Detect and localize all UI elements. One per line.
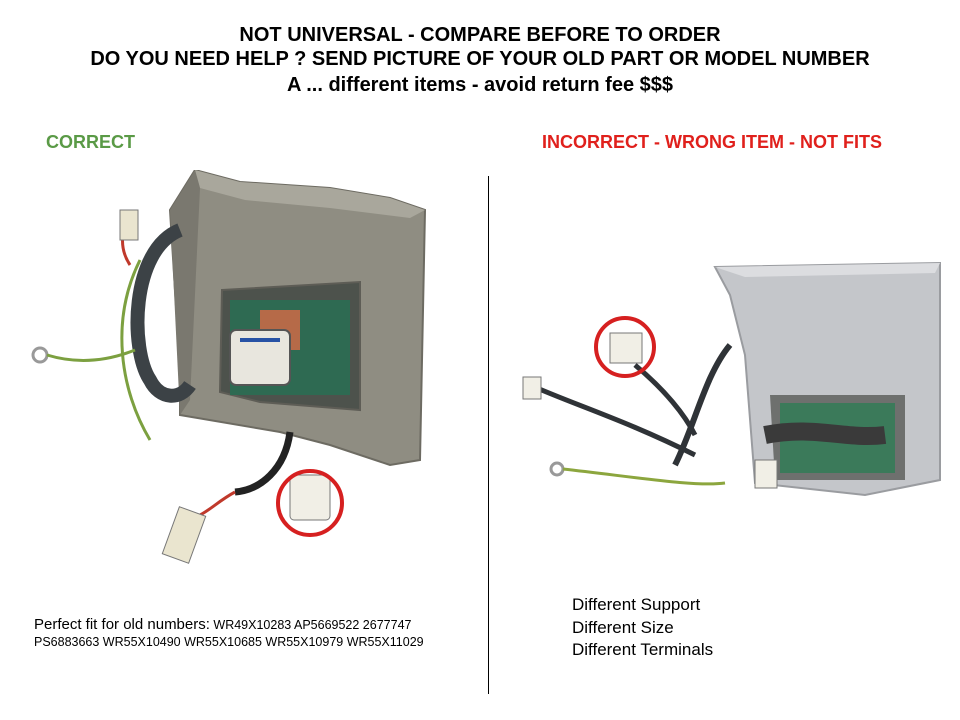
ground-ring: [31, 346, 49, 364]
bottom-connector: [161, 506, 207, 564]
ground-ring: [549, 461, 565, 477]
housing-top: [195, 170, 425, 218]
incorrect-label: INCORRECT - WRONG ITEM - NOT FITS: [542, 132, 882, 152]
highlight-circle: [276, 469, 344, 537]
fit-lead: Perfect fit for old numbers:: [34, 616, 210, 633]
wire-harness: [130, 223, 196, 403]
wire-harness: [763, 422, 887, 446]
header-line-3: A ... different items - avoid return fee…: [286, 74, 674, 95]
highlight-circle: [594, 316, 656, 378]
differences-list: Different Support Different Size Differe…: [572, 594, 713, 662]
white-connector: [609, 332, 643, 364]
header-line-1: NOT UNIVERSAL - COMPARE BEFORE TO ORDER: [239, 24, 721, 46]
left-connector: [522, 376, 542, 400]
header-line-2: DO YOU NEED HELP ? SEND PICTURE OF YOUR …: [90, 48, 870, 70]
difference-item: Different Terminals: [572, 640, 714, 659]
correct-label: CORRECT: [46, 132, 135, 152]
bottom-connector: [754, 459, 778, 489]
difference-item: Different Support: [572, 595, 701, 614]
difference-item: Different Size: [572, 617, 674, 637]
fit-numbers: WR49X10283 AP5669522 2677747 PS6883663 W…: [34, 618, 424, 649]
white-connector: [289, 474, 331, 521]
top-connector: [119, 209, 139, 241]
correct-part-photo: [31, 170, 427, 564]
divider-line: [488, 176, 489, 694]
incorrect-part-photo: [522, 261, 941, 497]
compatible-numbers: Perfect fit for old numbers: WR49X10283 …: [34, 616, 454, 651]
